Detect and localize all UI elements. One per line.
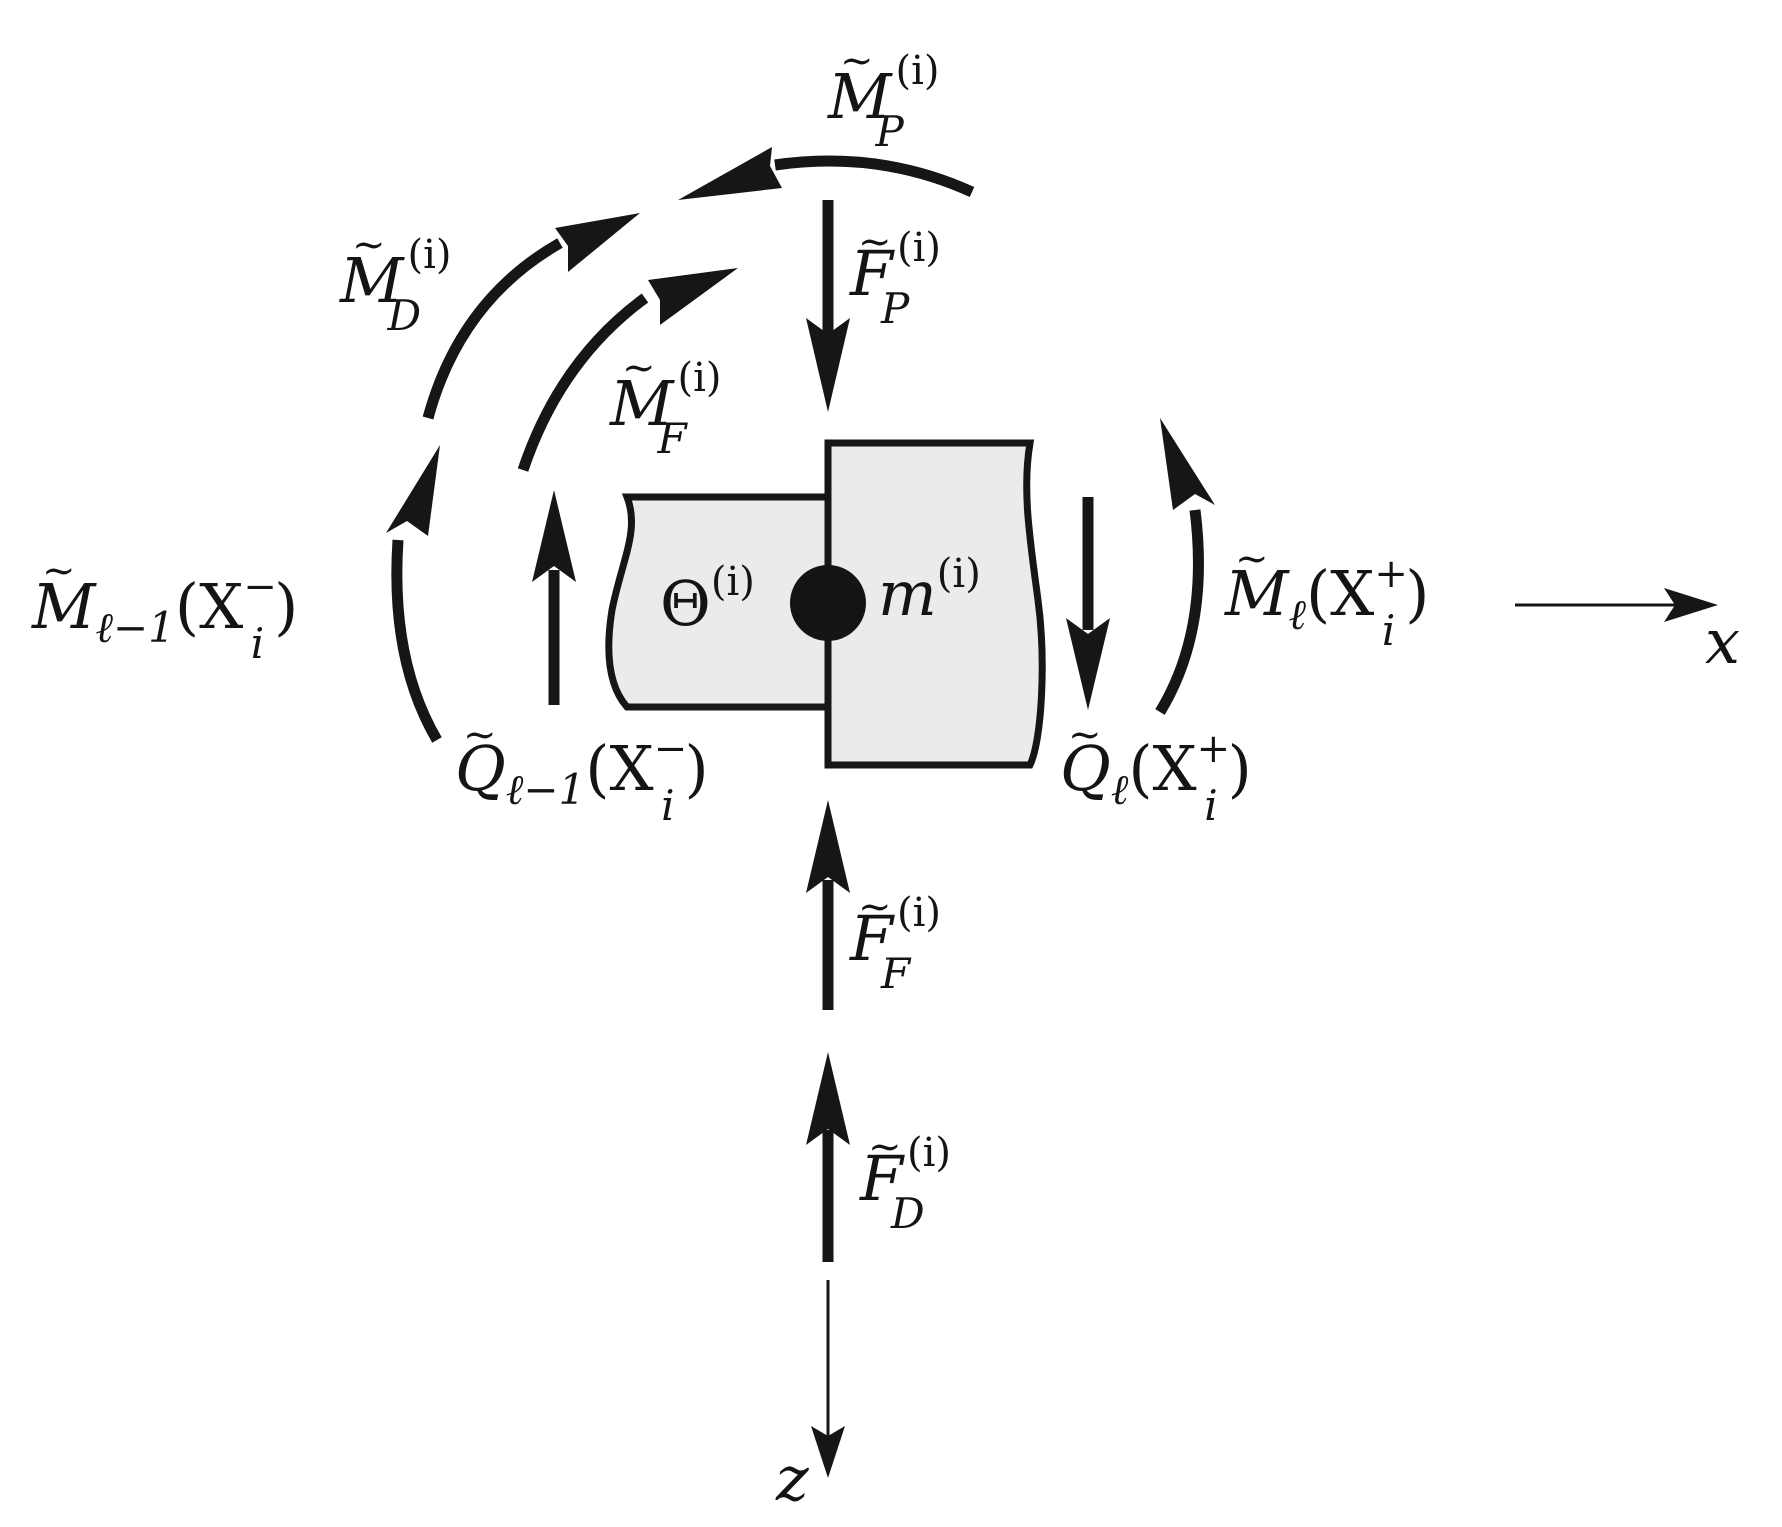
tilde-q-right: ~ [1068, 712, 1102, 758]
moment-left-arrow [386, 445, 442, 743]
shear-right-label: Qℓ(X+i) [1060, 726, 1252, 830]
tilde-m-right: ~ [1235, 536, 1269, 582]
right-beam-segment [824, 439, 1046, 769]
tilde-m-left: ~ [42, 548, 76, 594]
force-fd-arrow [806, 1052, 850, 1262]
moment-left-label: Mℓ−1(X−i) [31, 564, 298, 668]
moment-mp-arrow [678, 147, 975, 200]
moment-md-label: M(i)D [339, 232, 452, 340]
force-ff-arrow [806, 800, 850, 1010]
shear-left-label: Qℓ−1(X−i) [455, 726, 709, 830]
tilde-md: ~ [352, 222, 386, 268]
force-ff-label: F(i)F [849, 890, 941, 998]
force-fp-arrow [806, 200, 850, 412]
inertia-label: Θ(i) [660, 559, 755, 640]
z-axis [811, 1280, 845, 1478]
shear-left-arrow [532, 490, 576, 705]
moment-mf-label: M(i)F [609, 355, 722, 463]
mass-label: m(i) [878, 551, 981, 630]
x-axis [1515, 588, 1718, 622]
force-fd-label: F(i)D [859, 1130, 951, 1238]
moment-mf-arrow [517, 268, 738, 472]
z-axis-label: z [775, 1442, 809, 1515]
tilde-ff: ~ [858, 884, 892, 930]
left-beam-segment [605, 493, 832, 711]
tilde-fd: ~ [868, 1124, 902, 1170]
moment-md-arrow [422, 213, 640, 420]
force-fp-label: F(i)P [849, 225, 941, 333]
moment-right-label: Mℓ(X+i) [1224, 551, 1429, 655]
moment-mp-label: M(i)P [827, 48, 940, 156]
tilde-mp: ~ [840, 38, 874, 84]
tilde-fp: ~ [858, 219, 892, 265]
tilde-q-left: ~ [463, 712, 497, 758]
x-axis-label: x [1705, 605, 1740, 678]
tilde-mf: ~ [622, 345, 656, 391]
shear-right-arrow [1066, 497, 1110, 710]
moment-right-arrow [1155, 418, 1215, 715]
mass-point [790, 565, 866, 641]
